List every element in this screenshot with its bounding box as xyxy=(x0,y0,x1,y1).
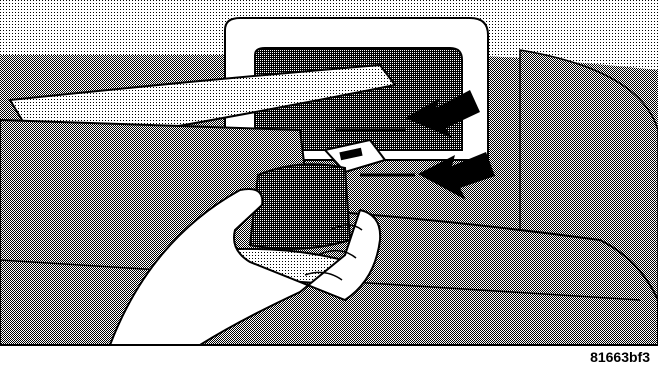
buckle xyxy=(250,164,350,249)
figure-code: 81663bf3 xyxy=(590,349,650,365)
